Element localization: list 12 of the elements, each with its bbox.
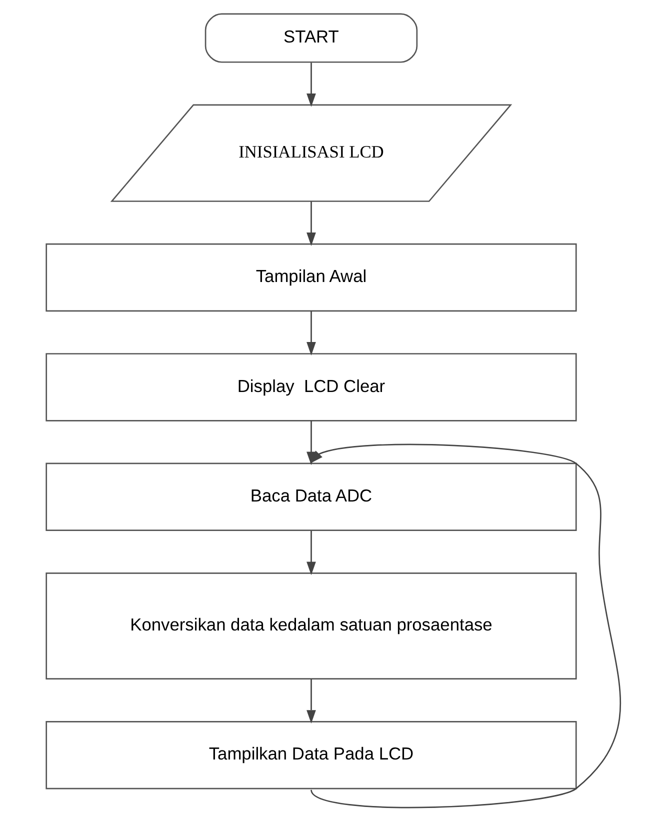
node-box: Konversikan data kedalam satuan prosaentase (46, 572, 577, 680)
arrow (310, 444, 621, 808)
node-box: Tampilkan Data Pada LCD (46, 720, 577, 790)
arrow (306, 62, 316, 107)
node-box: START (204, 13, 418, 63)
arrow (306, 202, 316, 246)
arrow (306, 310, 316, 356)
node-box: Tampilan Awal (46, 243, 577, 312)
arrow (306, 530, 316, 576)
arrow (306, 679, 316, 724)
node-box: Baca Data ADC (46, 462, 577, 532)
node-box: Display LCD Clear (46, 353, 577, 422)
